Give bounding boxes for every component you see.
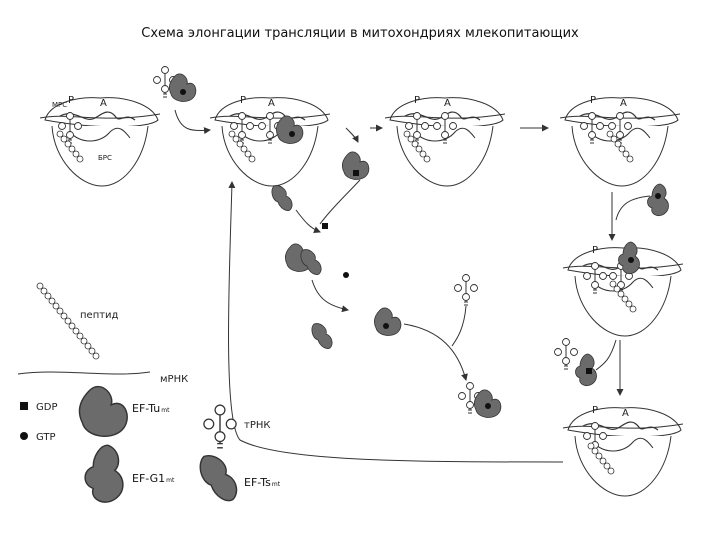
p-site-label-6: P [592, 405, 598, 416]
a-site-label-1: A [100, 98, 107, 109]
p-site-label-3: P [414, 95, 420, 106]
ribosome-1 [39, 97, 161, 187]
legend-peptide [36, 282, 100, 360]
a-site-label-4: A [620, 98, 627, 109]
eftu-gtp [373, 307, 402, 336]
p-site-label-1: P [68, 95, 74, 106]
ribosome-3 [384, 97, 506, 187]
arrow-eftu-gdp [319, 179, 361, 225]
efts-free [271, 185, 293, 211]
a-site-label-6: A [622, 408, 629, 419]
legend-gtp-label: GTP [36, 432, 56, 443]
p-site-label-5: P [592, 245, 598, 256]
arrow-gtp-exchange [311, 279, 349, 313]
arrow-efg-join [615, 195, 651, 221]
legend-trna-shape [203, 403, 237, 449]
p-site-label-2: P [240, 95, 246, 106]
arrow-cycle-return [228, 181, 564, 463]
arrow-efts [295, 209, 321, 234]
efg-incoming [647, 183, 669, 217]
arrow-ternary-to-rib2 [174, 109, 211, 135]
legend-efts-shape [199, 454, 238, 502]
ribosome-5 [562, 241, 684, 337]
ribosome-6 [562, 407, 684, 497]
legend-mrna-label: мРНК [160, 374, 188, 385]
arrow-trna-join [451, 305, 467, 347]
legend-mrna-line [17, 371, 151, 375]
trna-free [454, 273, 478, 306]
ternary-complex-new [458, 381, 502, 418]
ribosome-2 [209, 97, 331, 187]
legend-efg-shape [84, 444, 124, 503]
bpc-label: БРС [98, 154, 112, 162]
gdp-square-released [322, 223, 328, 229]
legend-efg-label: EF-G1mt [132, 472, 175, 485]
arrow-efg-release [595, 339, 617, 371]
ribosome-4 [559, 97, 681, 187]
legend-peptide-label: пептид [80, 310, 119, 321]
eftu-efts-complex [284, 243, 322, 275]
ternary-complex-top [153, 65, 197, 102]
p-site-label-4: P [590, 95, 596, 106]
legend-gdp-label: GDP [36, 402, 57, 413]
a-site-label-2: A [268, 98, 275, 109]
trna-released [554, 337, 578, 370]
mpc-label: МРС [52, 101, 67, 109]
arrow-to-ternary [403, 323, 468, 381]
eftu-gdp-released [341, 151, 370, 180]
efg-released [575, 353, 597, 387]
efts-released [311, 323, 333, 349]
legend-gtp-dot [20, 432, 28, 440]
legend-gdp-square [20, 402, 28, 410]
legend-efts-label: EF-Tsmt [244, 476, 281, 489]
diagram-title: Схема элонгации трансляции в митохондрия… [141, 26, 579, 41]
a-site-label-3: A [444, 98, 451, 109]
gtp-dot-joining [343, 272, 349, 278]
legend-eftu-label: EF-Tumt [132, 402, 170, 415]
arrow-release [345, 127, 359, 143]
legend-trna-label: тРНК [244, 420, 270, 431]
legend-eftu-shape [78, 385, 128, 437]
